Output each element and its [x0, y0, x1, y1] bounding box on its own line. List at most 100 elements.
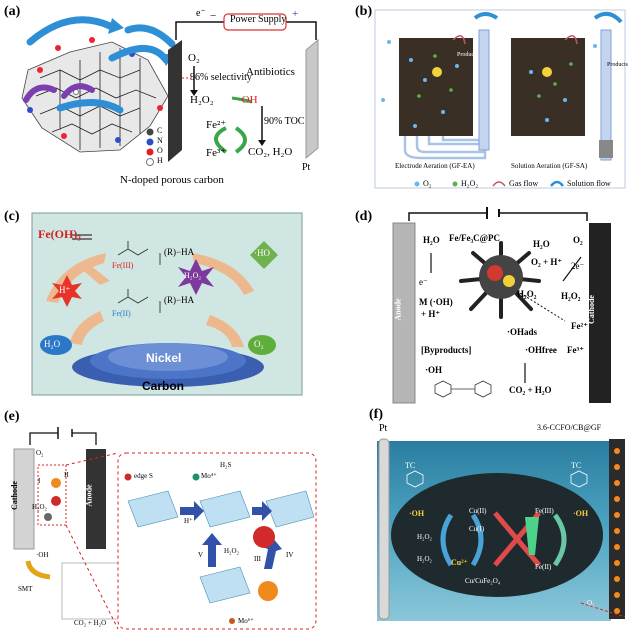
h-plus-label: H⁺ — [184, 517, 193, 525]
h2o-left-label: H₂O — [423, 235, 440, 245]
cucufe-label: Cu/CuFe₂O₄ — [465, 577, 501, 585]
electron-left-label: e⁻ — [419, 277, 428, 287]
roman-ii-label: II — [64, 471, 69, 479]
byproducts-label: [Byproducts] — [421, 345, 472, 355]
cathode-spheres — [614, 448, 620, 614]
pt-label: Pt — [302, 162, 311, 173]
o2-bubble — [248, 335, 276, 355]
pt-electrode — [305, 38, 319, 160]
selectivity-label: 96% selectivity — [190, 72, 252, 83]
fe3-label: Fe³⁺ — [567, 345, 584, 355]
panel-f-diagram — [377, 438, 626, 621]
pointer-line — [580, 602, 626, 618]
circuit-wire — [408, 212, 588, 221]
fe-sphere — [258, 581, 278, 601]
h2o-bubble — [40, 335, 72, 355]
tc-left-label: TC — [405, 461, 416, 470]
ha-top-label: (R)−HA — [164, 247, 195, 257]
legend-gas-flow: Gas flow — [509, 179, 539, 188]
panel-e-diagram — [13, 427, 317, 630]
nickel-particle — [72, 343, 264, 387]
o2-h-label: O₂ + H⁺ — [531, 257, 563, 267]
caption-ea: Electrode Aeration (GF-EA) — [395, 162, 475, 170]
co2-label: CO₂ + H₂O — [74, 619, 107, 627]
nickel-label: Nickel — [146, 351, 182, 365]
h2o2-mid-label: H₂O₂ — [517, 289, 537, 299]
oh-right-label: ·OH — [573, 509, 589, 518]
o2-bubbles — [381, 40, 597, 128]
gas-tubes — [403, 36, 487, 160]
equilibrium-arrows — [72, 234, 92, 240]
h2o2-dots — [417, 54, 573, 98]
gas-column — [478, 29, 490, 151]
fe2-label: Fe(II) — [112, 309, 131, 318]
smt-label: SMT — [18, 585, 33, 593]
legend-n: N — [157, 136, 163, 145]
panel-b-label: (b) — [355, 4, 373, 19]
h2o2-right-label: H₂O₂ — [561, 291, 581, 301]
mo6-sphere — [253, 526, 275, 548]
legend-c: C — [157, 126, 163, 135]
h2o2-inner-label: H₂O₂ — [224, 547, 239, 555]
oh-label: ·OH — [238, 94, 258, 106]
products-label: CO₂, H₂O — [248, 146, 293, 158]
panel-b: (b) Products Products Electrode Aeration… — [325, 0, 630, 195]
edge-s-dot — [124, 473, 132, 481]
cu2-label: Cu(II) — [469, 507, 487, 515]
roman-iv-label: IV — [286, 551, 294, 559]
mo4-label: Mo⁴⁺ — [201, 472, 217, 480]
anode-label: Anode — [84, 484, 94, 507]
panel-c-label: (c) — [4, 209, 20, 224]
reactor-ea — [399, 38, 473, 136]
panel-d: (d) Anode Cathode Fe/Fe₃C@PC H₂O H₂O e⁻ … — [325, 205, 630, 405]
zoom-box — [37, 464, 67, 526]
electrode-title: 3.6-CCFO/CB@GF — [537, 423, 602, 432]
sa-diffuser — [599, 140, 613, 158]
legend-o: O — [157, 146, 163, 155]
panel-c: (c) Fe(OH)₃ Fe(III) Fe(II) (R)−HA (R)−HA… — [0, 205, 320, 400]
byproduct-molecule — [434, 380, 492, 398]
h2o2-b-label: H₂O₂ — [417, 555, 432, 563]
cathode-label: Cathode — [9, 481, 19, 510]
panel-e-label: (e) — [4, 409, 20, 424]
fe-oh3-label: Fe(OH)₃ — [38, 227, 81, 241]
cathode-electrode — [168, 40, 182, 162]
pt-label: Pt — [379, 423, 388, 434]
carbon-label: Carbon — [142, 379, 184, 393]
panel-b-diagram — [374, 9, 626, 189]
anode-label: Anode — [393, 298, 403, 321]
oh-label: ·OH — [36, 551, 49, 559]
solution-flow-arrows — [473, 11, 623, 24]
gas-flow-arrows — [452, 35, 578, 45]
cathode-electrode — [13, 448, 35, 550]
redox-arrows — [440, 511, 567, 567]
minus-label: − — [210, 10, 217, 22]
ho-diamond — [250, 241, 278, 269]
two-e-label: 2e⁻ — [571, 261, 585, 271]
mo6-label: Mo⁶⁺ — [238, 617, 254, 625]
green-funnel — [525, 517, 539, 555]
h2o2-label: H₂O₂ — [190, 94, 214, 106]
anode-electrode — [86, 449, 106, 549]
panel-a-diagram — [21, 13, 319, 166]
plus-label: + — [292, 8, 299, 20]
cathode-label: Cathode — [586, 295, 596, 324]
h-plus-label: H⁺ — [59, 285, 71, 295]
caption-a: N-doped porous carbon — [120, 174, 224, 186]
cu1-label: Cu(I) — [469, 525, 485, 533]
o2-label: O₂ — [36, 449, 44, 457]
h2o2-label: H₂O₂ — [32, 503, 47, 511]
panel-f: (f) Pt 3.6-CCFO/CB@GF TC TC ·OH ·OH Cu(I… — [325, 405, 630, 633]
h2o-mid-label: H₂O — [533, 239, 550, 249]
cu-ion-label: Cu²⁺ — [451, 558, 468, 567]
pt-rod — [378, 438, 390, 620]
h-plus-star — [52, 275, 82, 307]
catalyst-aggregate — [391, 473, 603, 597]
tc-right-label: TC — [571, 461, 582, 470]
o2-label: O₂ — [573, 235, 583, 245]
fe2-label: Fe²⁺ — [571, 321, 588, 331]
fe3-label: Fe³⁺ — [206, 147, 227, 159]
panel-e: (e) Cathode Anode O₂ H₂O₂ ·OH SMT CO₂ + … — [0, 405, 320, 633]
co2-label: CO₂ + H₂O — [509, 385, 552, 395]
anode-electrode — [392, 222, 416, 404]
